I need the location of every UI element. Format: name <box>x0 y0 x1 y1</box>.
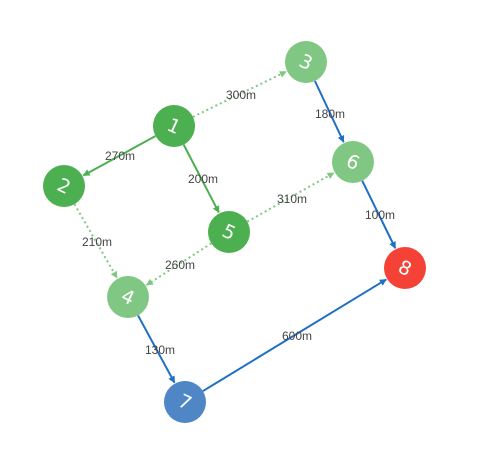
node-8[interactable]: 8 <box>384 247 426 289</box>
node-3[interactable]: 3 <box>285 41 327 83</box>
node-circle-1[interactable] <box>153 105 195 147</box>
edge-4-7 <box>137 314 176 384</box>
node-1[interactable]: 1 <box>153 105 195 147</box>
edge-2-4 <box>73 203 118 279</box>
node-circle-2[interactable] <box>43 165 85 207</box>
edge-label-1-5: 200m <box>188 172 218 186</box>
edge-1-5 <box>182 144 220 214</box>
edge-label-4-7: 130m <box>145 343 175 357</box>
node-4[interactable]: 4 <box>107 276 149 318</box>
edge-label-2-4: 210m <box>82 235 112 249</box>
edge-3-6 <box>314 80 345 143</box>
node-5[interactable]: 5 <box>208 211 250 253</box>
node-7[interactable]: 7 <box>164 381 206 423</box>
edge-label-1-3: 300m <box>226 88 256 102</box>
edge-6-8 <box>361 180 397 249</box>
node-6[interactable]: 6 <box>332 141 374 183</box>
edge-label-1-2: 270m <box>105 149 135 163</box>
node-circle-4[interactable] <box>107 276 149 318</box>
node-circle-7[interactable] <box>164 381 206 423</box>
node-circle-6[interactable] <box>332 141 374 183</box>
edge-1-2 <box>82 135 157 177</box>
node-circle-8[interactable] <box>384 247 426 289</box>
edge-1-3 <box>192 70 287 118</box>
edge-label-6-8: 100m <box>365 208 395 222</box>
edge-5-6 <box>246 171 335 223</box>
node-2[interactable]: 2 <box>43 165 85 207</box>
edge-label-5-6: 310m <box>277 192 307 206</box>
edges-layer <box>73 70 397 392</box>
edge-label-7-8: 600m <box>282 329 312 343</box>
edge-label-3-6: 180m <box>315 107 345 121</box>
edge-label-5-4: 260m <box>165 258 195 272</box>
edge-7-8 <box>202 278 387 392</box>
node-circle-3[interactable] <box>285 41 327 83</box>
edge-labels-layer: 270m 300m 200m 210m 180m 310m 260m 100m 130m 600m <box>82 88 395 357</box>
nodes-layer: 1 2 3 4 5 6 7 8 <box>43 41 426 423</box>
node-circle-5[interactable] <box>208 211 250 253</box>
